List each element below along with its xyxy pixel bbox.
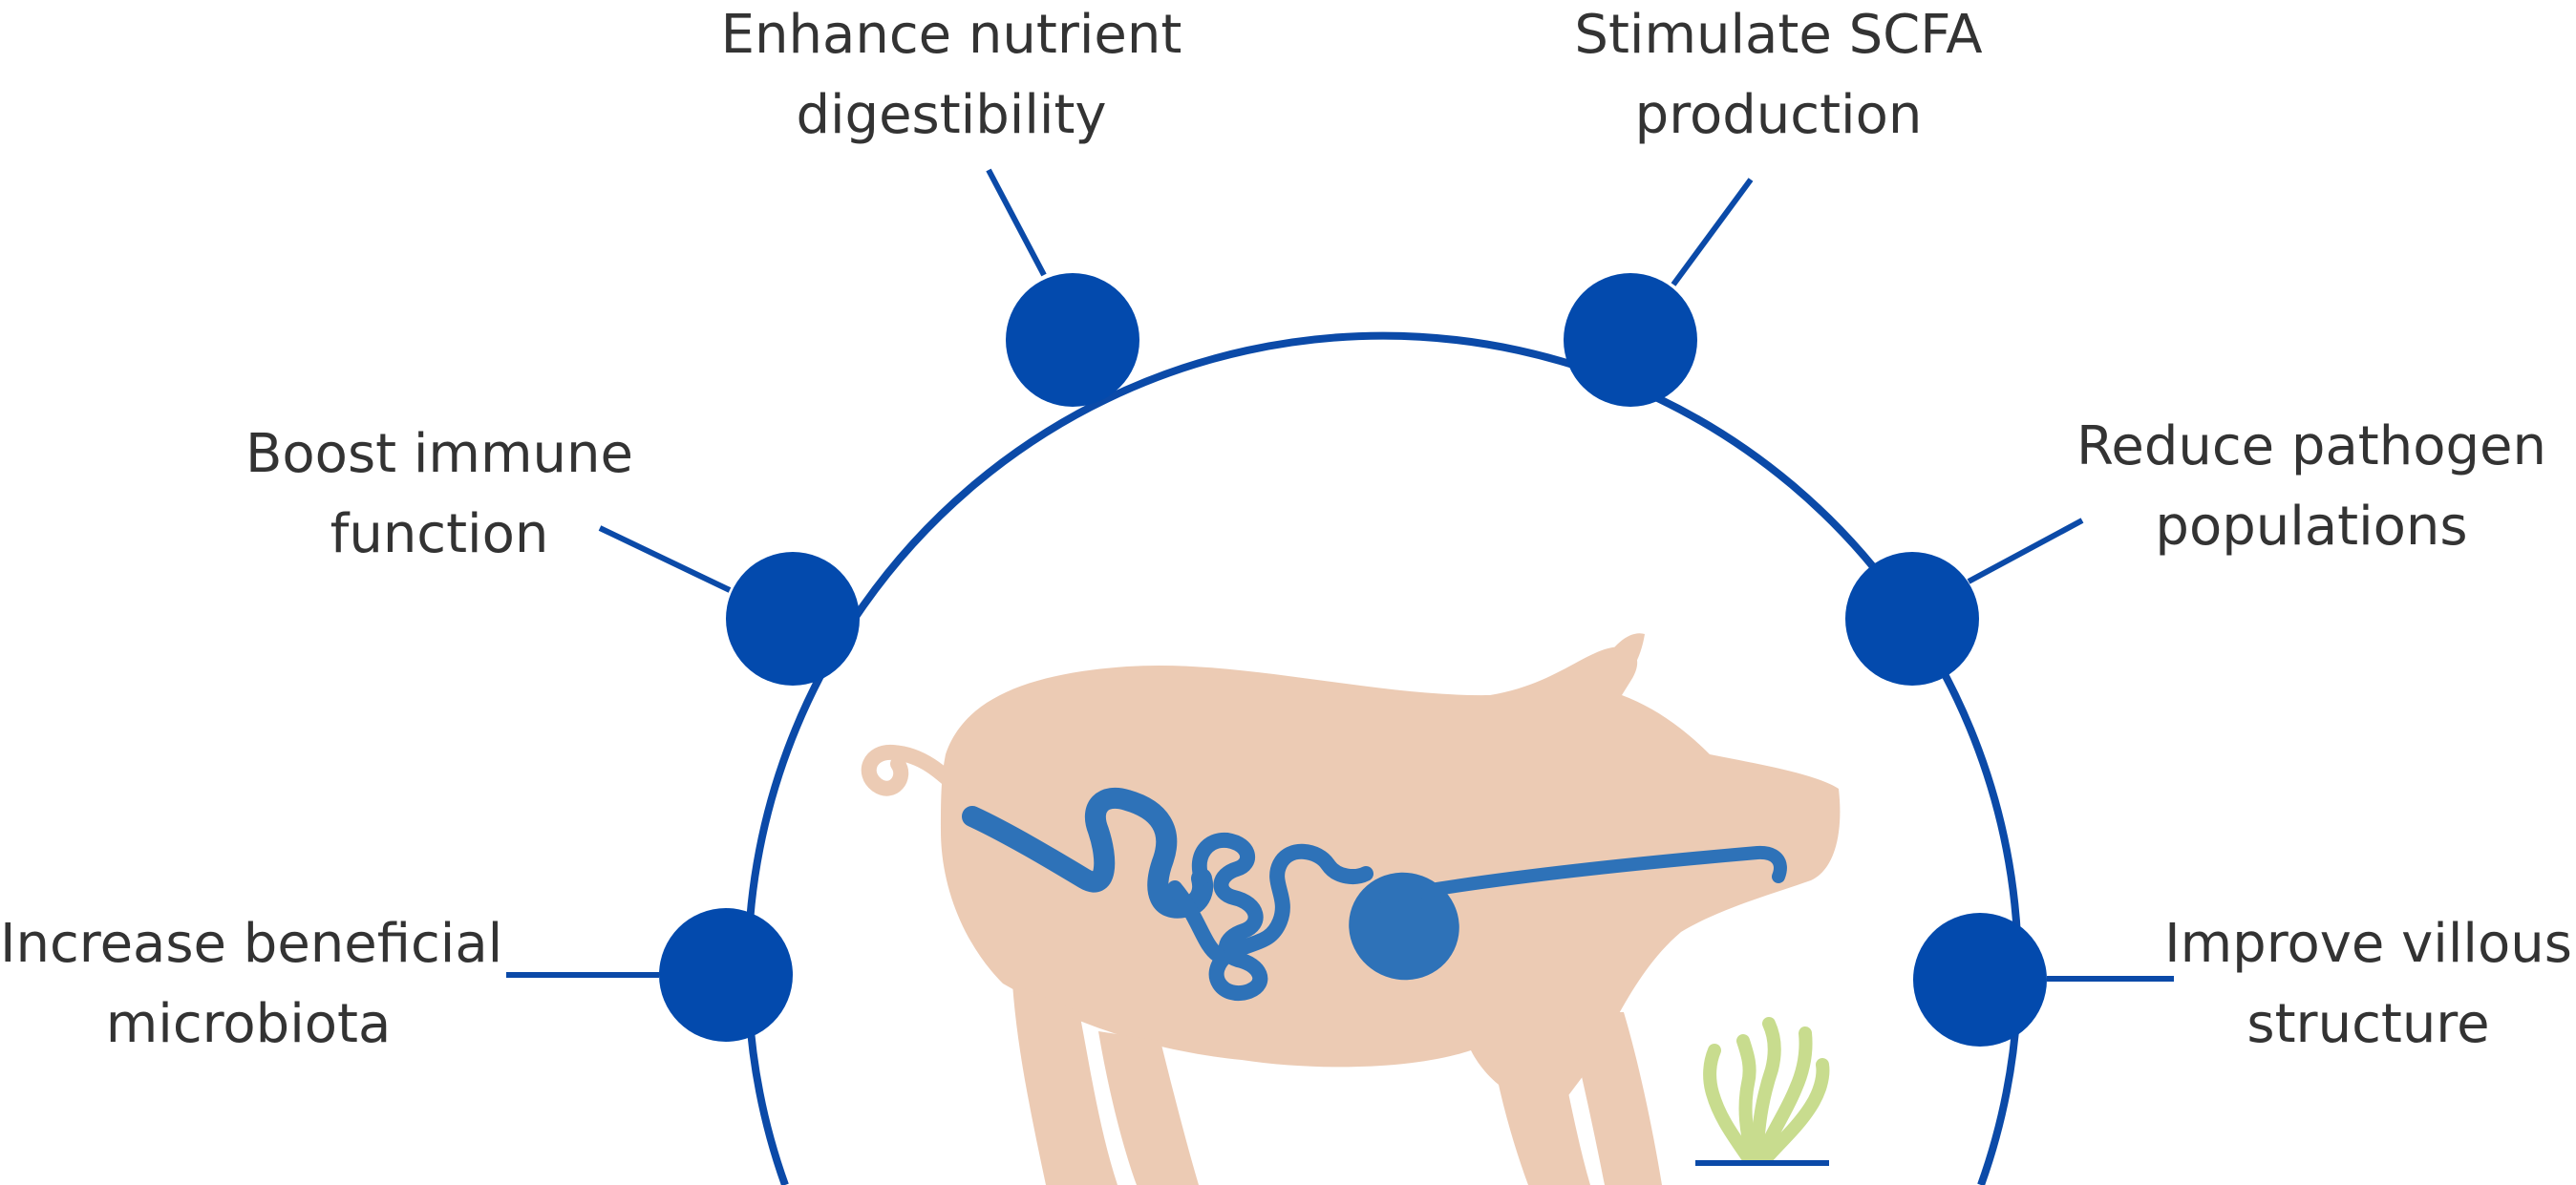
label-nutrient-line2: digestibility <box>796 84 1107 146</box>
connector-immune <box>598 525 732 593</box>
label-nutrient-line1: Enhance nutrient <box>720 4 1182 66</box>
label-villous-line1: Improve villous <box>2164 913 2572 975</box>
pig-ear <box>1600 633 1645 689</box>
connector-scfa <box>1671 178 1754 286</box>
node-villous <box>1913 913 2047 1047</box>
label-pathogen-line2: populations <box>2155 496 2468 558</box>
label-microbiota-line2: microbiota <box>105 993 392 1055</box>
label-scfa-line1: Stimulate SCFA <box>1574 4 1983 66</box>
label-immune: Boost immune function <box>201 414 678 575</box>
label-immune-line2: function <box>330 503 549 565</box>
label-villous-line2: structure <box>2246 993 2490 1055</box>
node-pathogen <box>1845 552 1979 686</box>
connector-pathogen <box>1967 518 2084 584</box>
label-pathogen: Reduce pathogen populations <box>2054 407 2569 567</box>
label-villous: Improve villous structure <box>2161 904 2576 1065</box>
node-immune <box>726 552 860 686</box>
pig-tail <box>861 744 972 802</box>
ring-arc <box>744 331 2022 1185</box>
intestine-icon <box>962 787 1787 1001</box>
label-nutrient: Enhance nutrient digestibility <box>674 0 1228 156</box>
connector-nutrient <box>986 168 1047 277</box>
node-microbiota <box>659 908 793 1042</box>
label-scfa: Stimulate SCFA production <box>1530 0 2027 156</box>
label-scfa-line2: production <box>1634 84 1923 146</box>
node-scfa <box>1564 273 1697 407</box>
villi-icon <box>1695 1017 1830 1166</box>
label-microbiota-line1: Increase beneficial <box>0 913 503 975</box>
label-microbiota: Increase beneficial microbiota <box>0 904 503 1065</box>
label-pathogen-line1: Reduce pathogen <box>2076 415 2546 477</box>
node-nutrient <box>1006 273 1139 407</box>
label-immune-line1: Boost immune <box>245 423 633 485</box>
